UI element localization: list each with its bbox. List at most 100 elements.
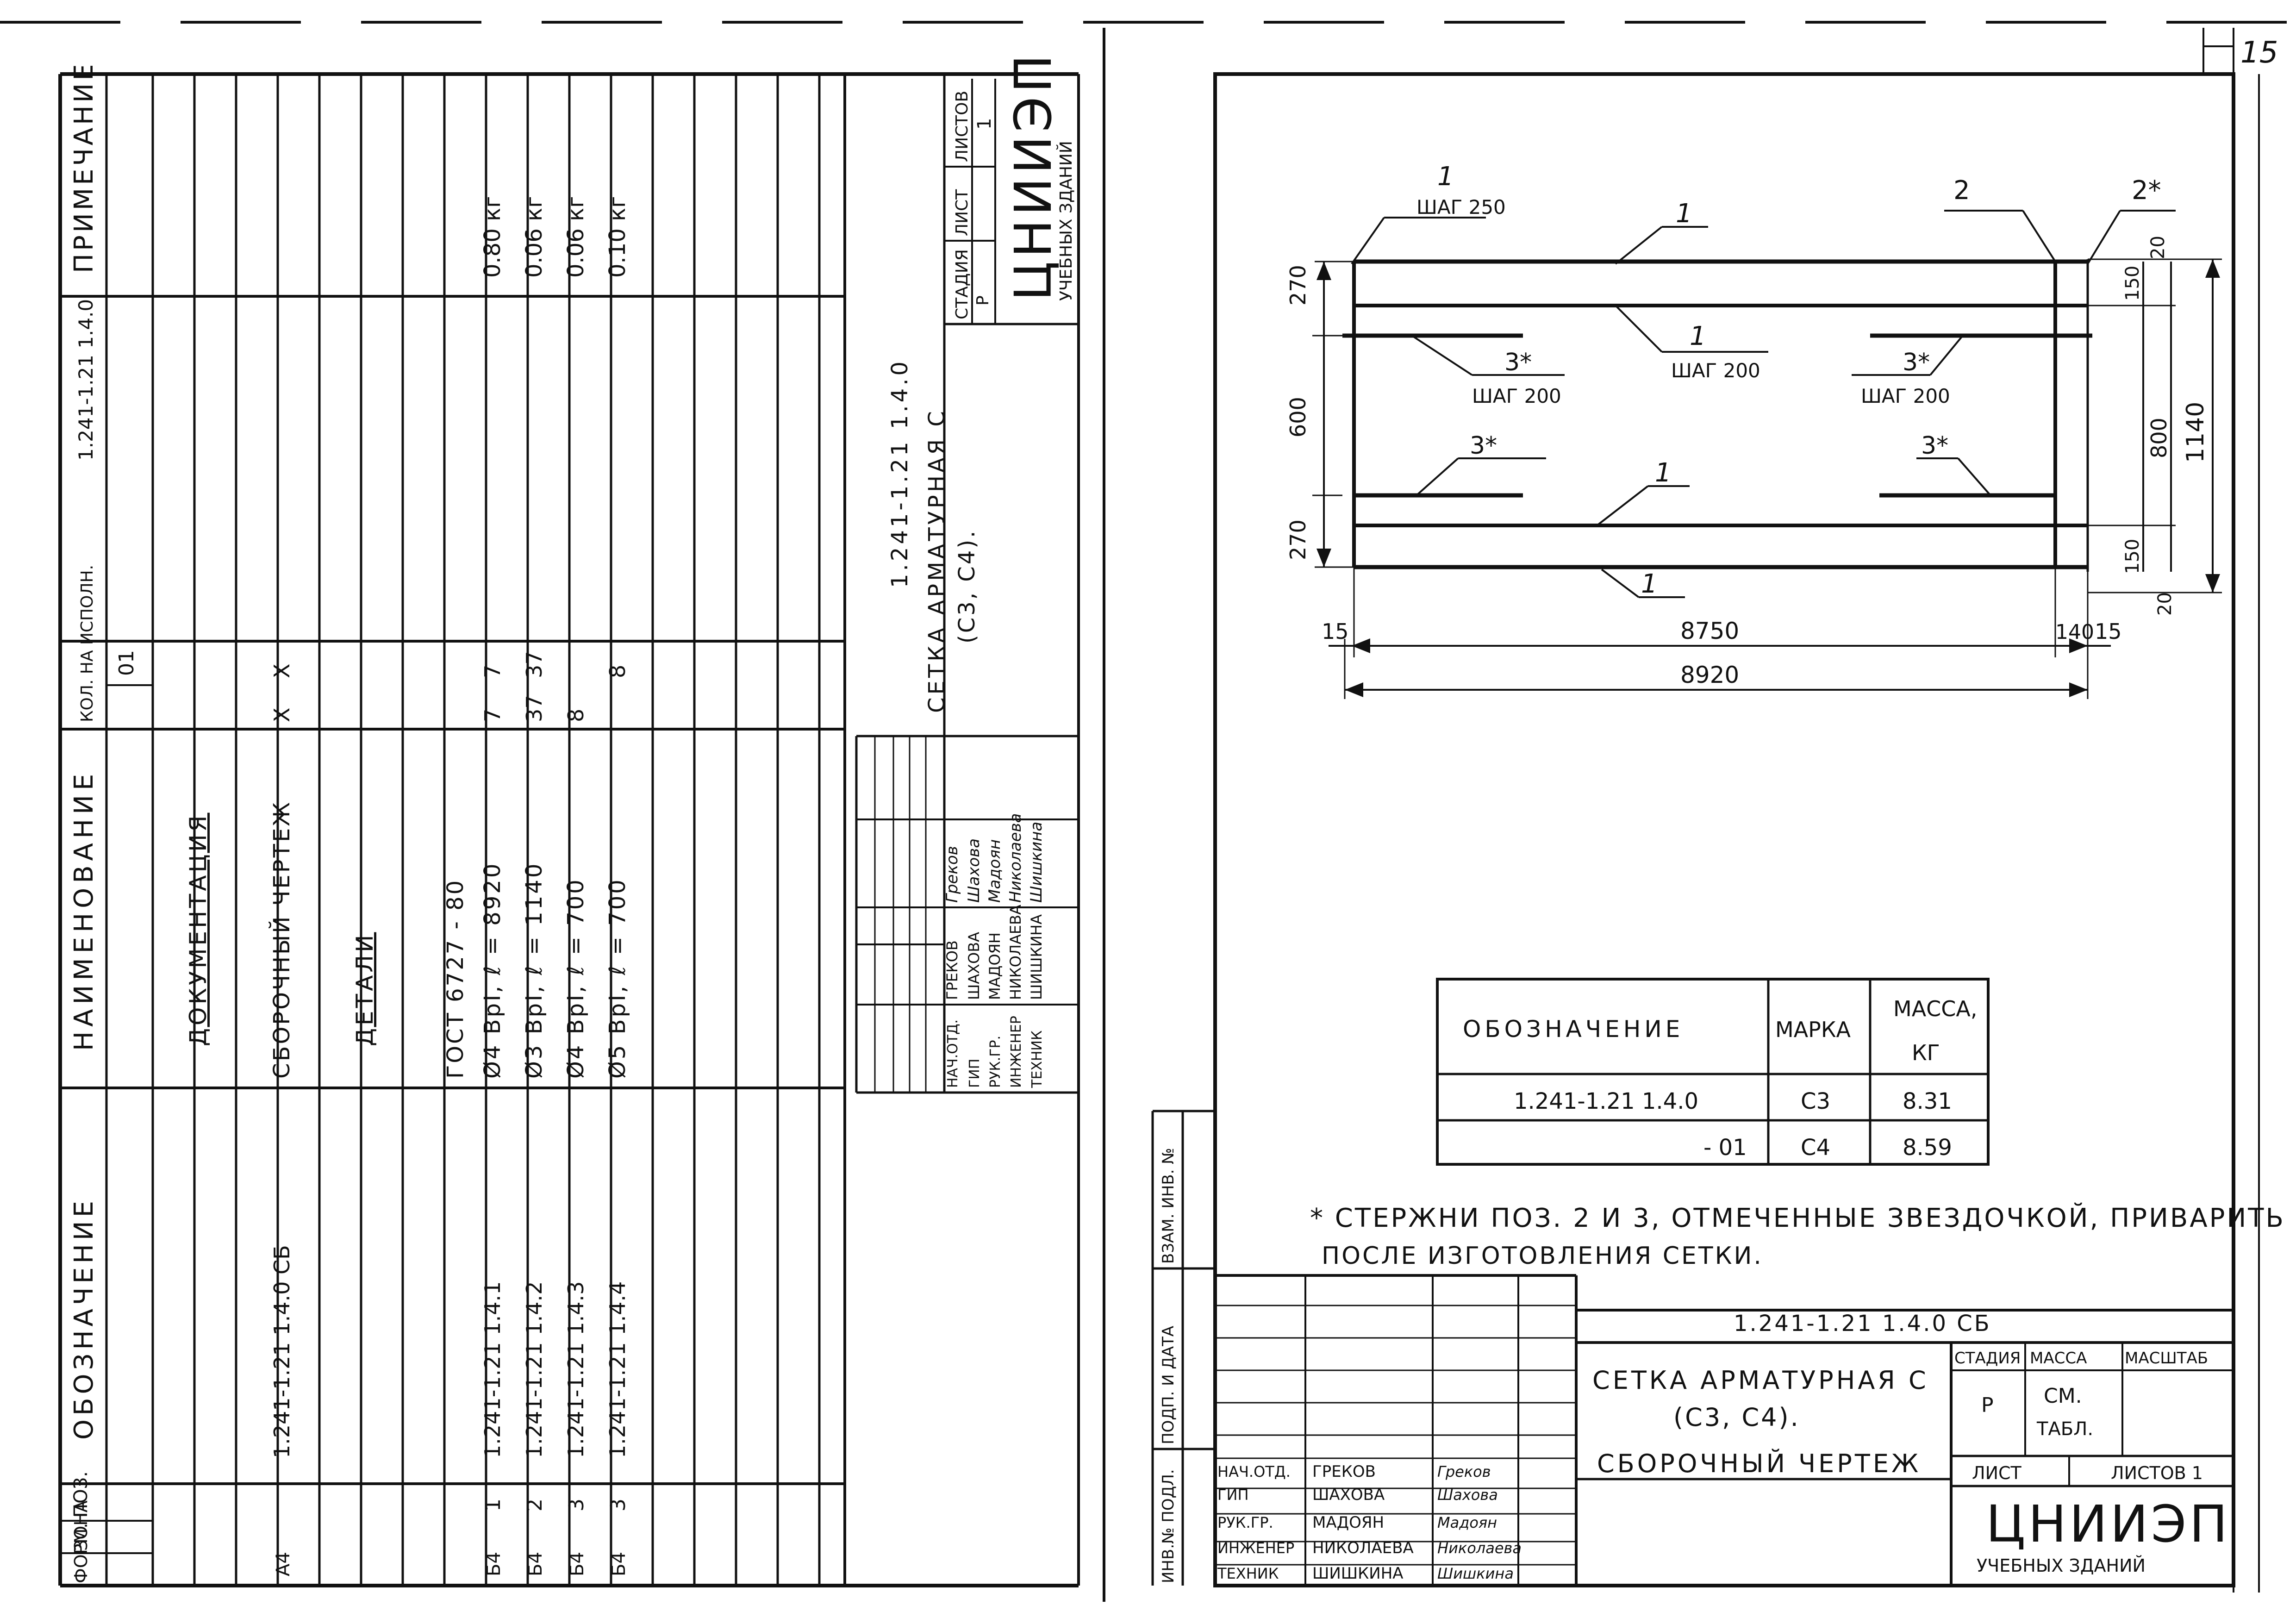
staff-name: ШИШКИНА bbox=[1028, 914, 1045, 1000]
stage-value: Р bbox=[1981, 1393, 1994, 1417]
side-stamp: ИНВ.№ ПОДЛ. ПОДП. И ДАТА ВЗАМ. ИНВ. № bbox=[1151, 1110, 1215, 1586]
col-pos-header: ПОЗ. bbox=[70, 1471, 92, 1518]
col-name-header: НАИМЕНОВАНИЕ bbox=[69, 769, 99, 1051]
main-title-texts: 1.241-1.21 1.4.0 СБ СЕТКА АРМАТУРНАЯ С (… bbox=[1592, 1311, 2227, 1576]
spec-name: Ø5 ВрI, ℓ = 700 bbox=[605, 878, 630, 1079]
staff-signature: Николаева bbox=[1006, 813, 1025, 903]
spec-section-heading: ДОКУМЕНТАЦИЯ bbox=[185, 813, 212, 1046]
spec-designation: 1.241-1.21 1.4.0 СБ bbox=[269, 1245, 294, 1458]
dim-600: 600 bbox=[1285, 397, 1310, 437]
mass-row-designation: - 01 bbox=[1703, 1135, 1747, 1161]
stamp-inv-no: ИНВ.№ ПОДЛ. bbox=[1159, 1469, 1178, 1583]
spec-qty-variant: 7 bbox=[480, 665, 505, 678]
spec-row: ГОСТ 6727 - 80 bbox=[443, 879, 468, 1079]
staff-signature: Мадоян bbox=[1437, 1514, 1497, 1531]
pos3-c-label: 3* bbox=[1470, 432, 1497, 460]
spec-qty-base: Х bbox=[269, 707, 294, 722]
pos1-b-label: 1 bbox=[1690, 321, 1706, 351]
col-format-header: ФОРМ. bbox=[71, 1523, 91, 1583]
dim-140: 140 bbox=[2055, 620, 2094, 644]
dim-150-bottom: 150 bbox=[2122, 539, 2143, 574]
staff-name: ГРЕКОВ bbox=[943, 940, 961, 1000]
page-number: 15 bbox=[2240, 36, 2278, 70]
dim-270-bottom: 270 bbox=[1285, 519, 1310, 560]
staff-row: НАЧ.ОТД. ГРЕКОВ Греков bbox=[943, 846, 961, 1088]
scale-label: МАСШТАБ bbox=[2125, 1349, 2208, 1368]
dimension-values: 270 600 270 20 150 800 1140 150 20 15 87… bbox=[1285, 236, 2209, 688]
staff-role: ИНЖЕНЕР bbox=[1008, 1016, 1024, 1088]
dim-8920: 8920 bbox=[1680, 662, 1739, 688]
mass-row-mass: 8.59 bbox=[1903, 1135, 1952, 1161]
staff-signature: Шахова bbox=[965, 838, 983, 903]
mass-table-header-mass-line1: МАССА, bbox=[1893, 996, 1977, 1021]
spec-qty-base: 37 bbox=[522, 695, 547, 722]
main-code: 1.241-1.21 1.4.0 СБ bbox=[1734, 1311, 1991, 1337]
dim-270-top: 270 bbox=[1285, 265, 1310, 306]
col-designation-header: ОБОЗНАЧЕНИЕ bbox=[69, 1197, 99, 1440]
main-title-line1: СЕТКА АРМАТУРНАЯ С bbox=[1592, 1366, 1929, 1395]
spec-qty-variant: 37 bbox=[522, 651, 547, 678]
staff-role: НАЧ.ОТД. bbox=[945, 1019, 961, 1088]
staff-signature: Греков bbox=[943, 846, 961, 903]
pos3-d-label: 3* bbox=[1921, 432, 1948, 460]
dim-800: 800 bbox=[2146, 418, 2171, 458]
staff-role: ИНЖЕНЕР bbox=[1217, 1539, 1294, 1557]
staff-signature: Шахова bbox=[1437, 1486, 1498, 1504]
pos1-c-label: 1 bbox=[1655, 458, 1672, 488]
mass-label: МАССА bbox=[2030, 1349, 2087, 1368]
dimension-lines bbox=[1312, 258, 2222, 699]
spec-row-lines bbox=[105, 74, 821, 1586]
spec-table-grid bbox=[60, 74, 1080, 1586]
staff-name: НИКОЛАЕВА bbox=[1007, 905, 1024, 1000]
staff-role: ГИП bbox=[1217, 1486, 1249, 1504]
spec-section-heading: ДЕТАЛИ bbox=[351, 932, 378, 1046]
sheet-label: ЛИСТ bbox=[1972, 1463, 2022, 1483]
spec-qty-variant: Х bbox=[269, 663, 294, 678]
col-qty-variant: 01 bbox=[115, 650, 138, 676]
staff-name: ШИШКИНА bbox=[1312, 1564, 1404, 1583]
mass-row-designation: 1.241-1.21 1.4.0 bbox=[1514, 1088, 1698, 1114]
mass-value-line1: СМ. bbox=[2044, 1384, 2082, 1408]
main-title-block bbox=[1215, 1274, 2234, 1586]
mass-table-header-designation: ОБОЗНАЧЕНИЕ bbox=[1463, 1016, 1684, 1043]
staff-row: ИНЖЕНЕР НИКОЛАЕВА Николаева bbox=[1006, 813, 1025, 1088]
org-name: УЧЕБНЫХ ЗДАНИЙ bbox=[1977, 1555, 2146, 1576]
spec-row: ДЕТАЛИ bbox=[351, 932, 378, 1046]
spec-pos: 2 bbox=[523, 1499, 547, 1512]
spec-format: А4 bbox=[273, 1552, 294, 1576]
mass-table: ОБОЗНАЧЕНИЕ МАРКА bbox=[1436, 978, 1990, 1166]
spec-pos: 3 bbox=[565, 1499, 588, 1512]
pos2-star-label: 2* bbox=[2132, 175, 2161, 206]
spec-name: Ø4 ВрI, ℓ = 8920 bbox=[480, 862, 505, 1079]
mass-value-line2: ТАБЛ. bbox=[2036, 1418, 2093, 1440]
staff-signature: Греков bbox=[1437, 1463, 1491, 1480]
staff-signature: Мадоян bbox=[986, 839, 1004, 903]
spec-header-cells: ФОРМ. ЗОНА ПОЗ. ОБОЗНАЧЕНИЕ НАИМЕНОВАНИЕ… bbox=[69, 61, 138, 1583]
mass-row-mass: 8.31 bbox=[1903, 1088, 1952, 1114]
stamp-replace-no: ВЗАМ. ИНВ. № bbox=[1159, 1148, 1178, 1264]
col-note-header: ПРИМЕЧАНИЕ bbox=[69, 61, 99, 273]
step200-b-label: ШАГ 200 bbox=[1671, 359, 1760, 382]
spec-name: ГОСТ 6727 - 80 bbox=[443, 879, 468, 1079]
mass-table-header-mark: МАРКА bbox=[1775, 1017, 1851, 1042]
spec-pos: 1 bbox=[481, 1499, 505, 1512]
mass-table-row: - 01 С4 8.59 bbox=[1703, 1135, 1952, 1161]
spec-format: Б4 bbox=[567, 1552, 588, 1576]
dim-1140: 1140 bbox=[2182, 402, 2209, 463]
spec-row: ДОКУМЕНТАЦИЯ bbox=[185, 813, 212, 1046]
spec-format: Б4 bbox=[483, 1552, 505, 1576]
main-title-line3: СБОРОЧНЫЙ ЧЕРТЕЖ bbox=[1597, 1449, 1921, 1478]
spec-pos: 3 bbox=[606, 1499, 630, 1512]
spec-designation: 1.241-1.21 1.4.3 bbox=[563, 1281, 588, 1458]
staff-role: РУК.ГР. bbox=[987, 1036, 1004, 1088]
pos1-a-label: 1 bbox=[1676, 199, 1692, 229]
spec-name: СБОРОЧНЫЙ ЧЕРТЕЖ bbox=[268, 800, 295, 1079]
staff-role: ТЕХНИК bbox=[1217, 1565, 1279, 1582]
dim-15-right: 15 bbox=[2095, 619, 2122, 644]
pos3-b-label: 3* bbox=[1903, 349, 1930, 376]
mass-row-mark: С3 bbox=[1801, 1088, 1830, 1114]
